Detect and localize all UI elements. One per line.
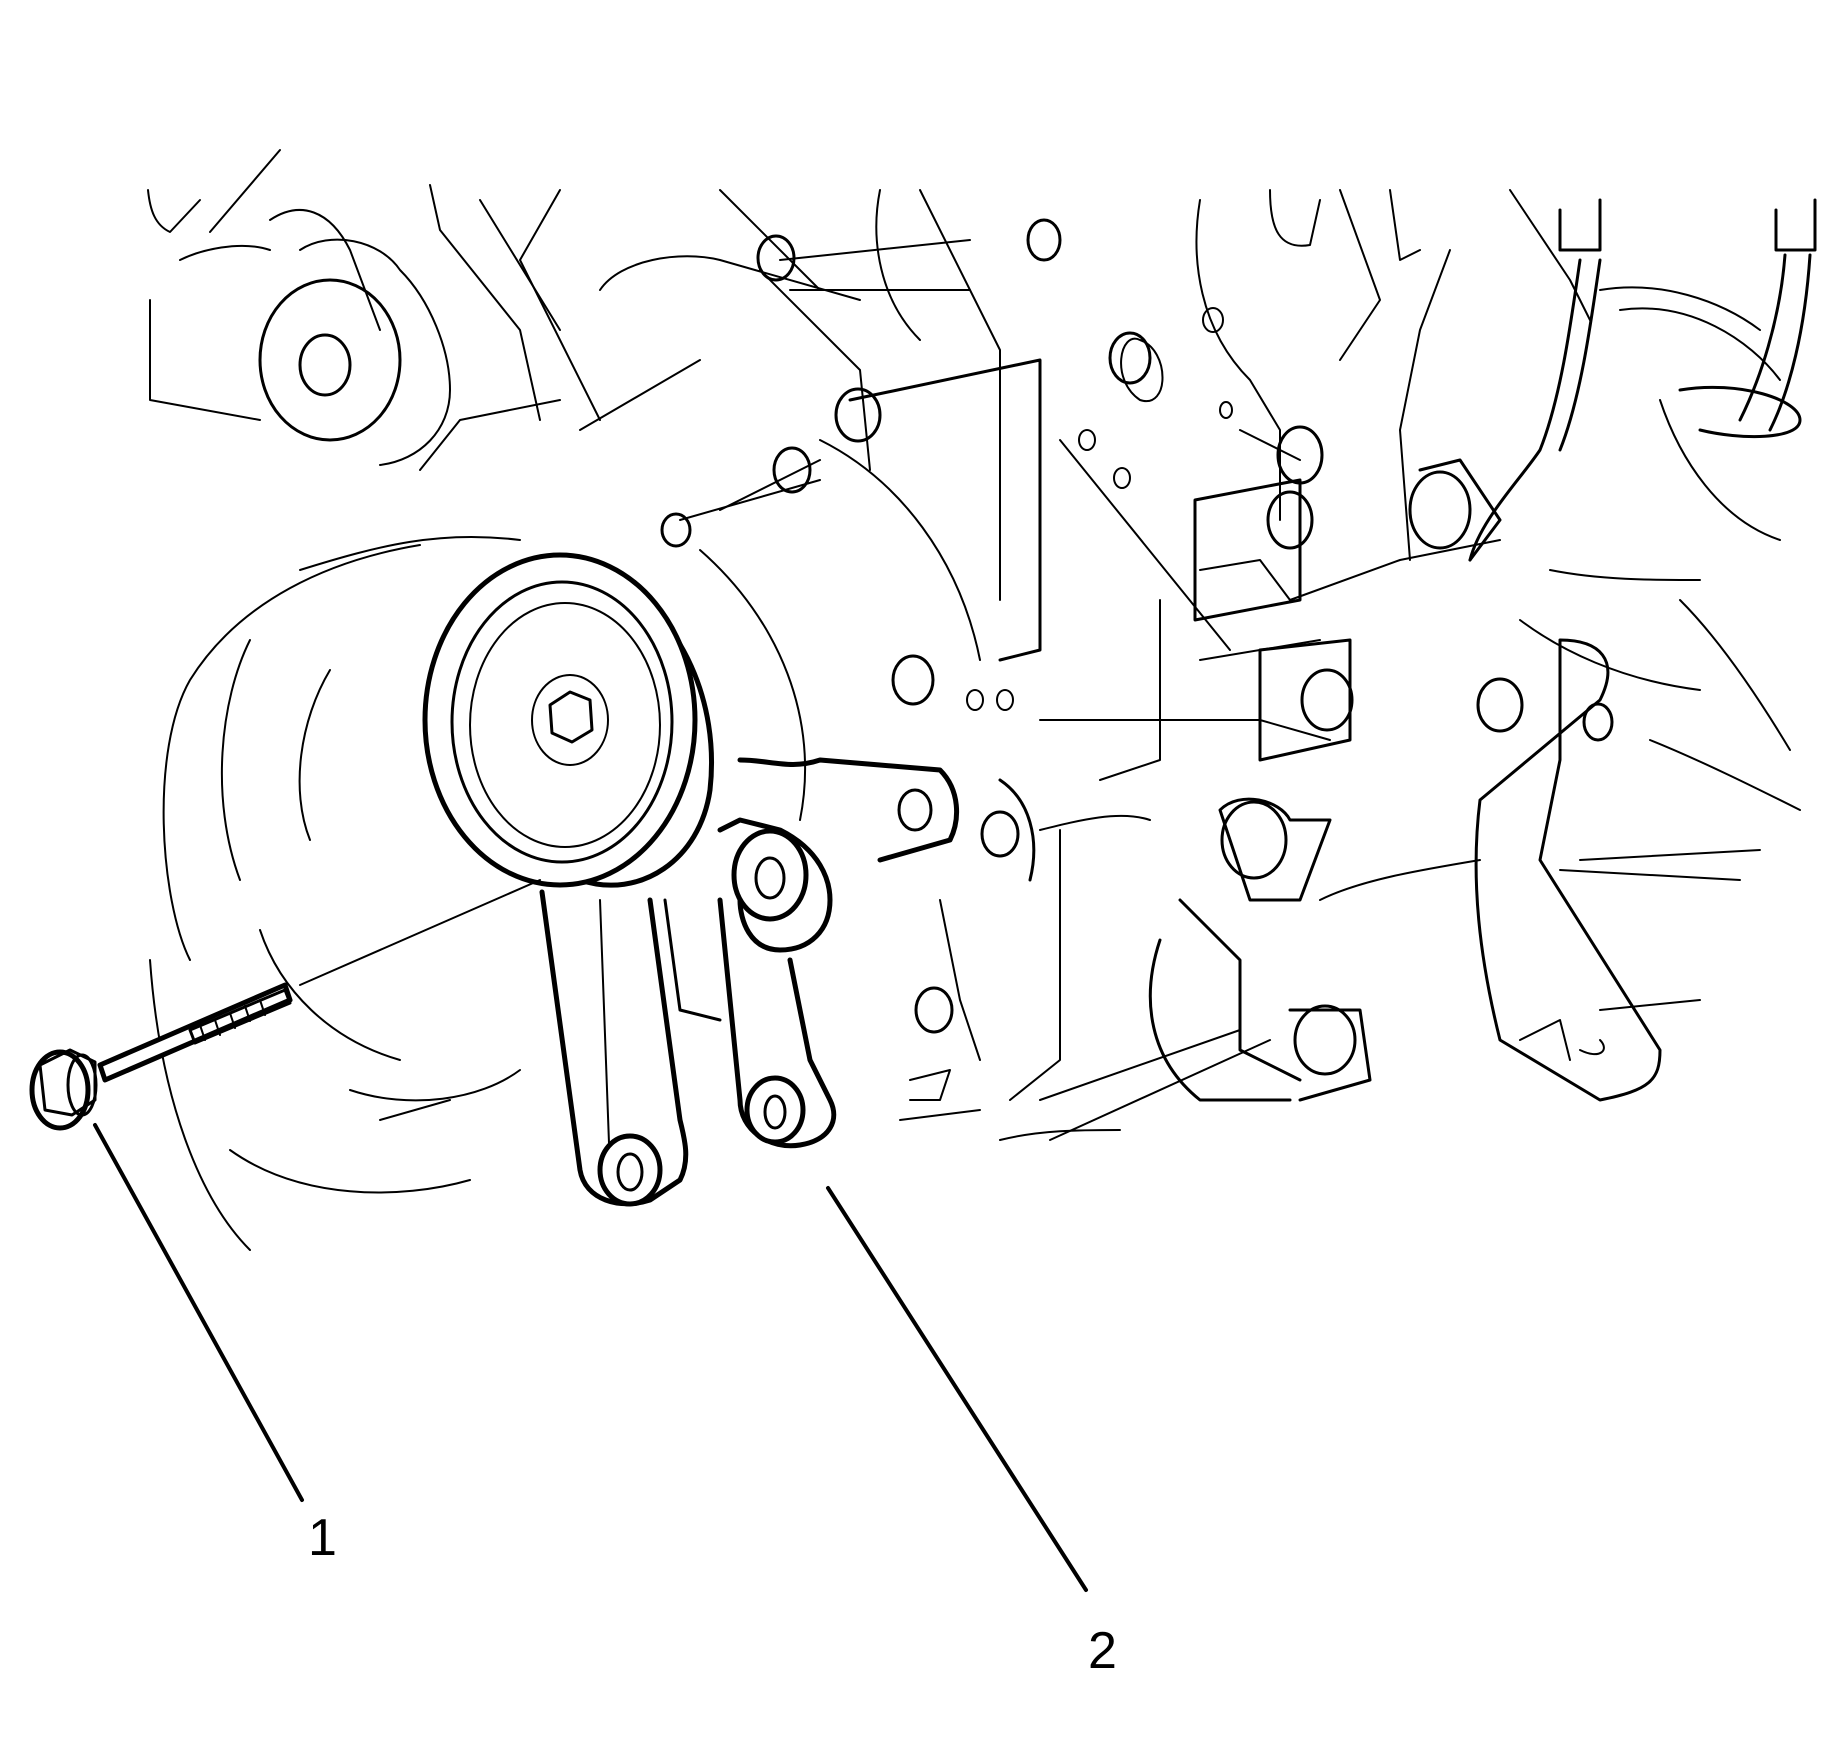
callout-label-1: 1: [308, 1509, 337, 1567]
callout-2-leader: [826, 1186, 1088, 1592]
crankshaft-pulley: [149, 535, 521, 1251]
engine-block-background: [147, 149, 1817, 1141]
tensioner-bracket: [539, 757, 960, 1207]
bolt: [29, 879, 541, 1131]
callout-label-2: 2: [1088, 1622, 1117, 1680]
idler-pulley: [422, 552, 714, 888]
callout-1-leader: [93, 1123, 304, 1502]
